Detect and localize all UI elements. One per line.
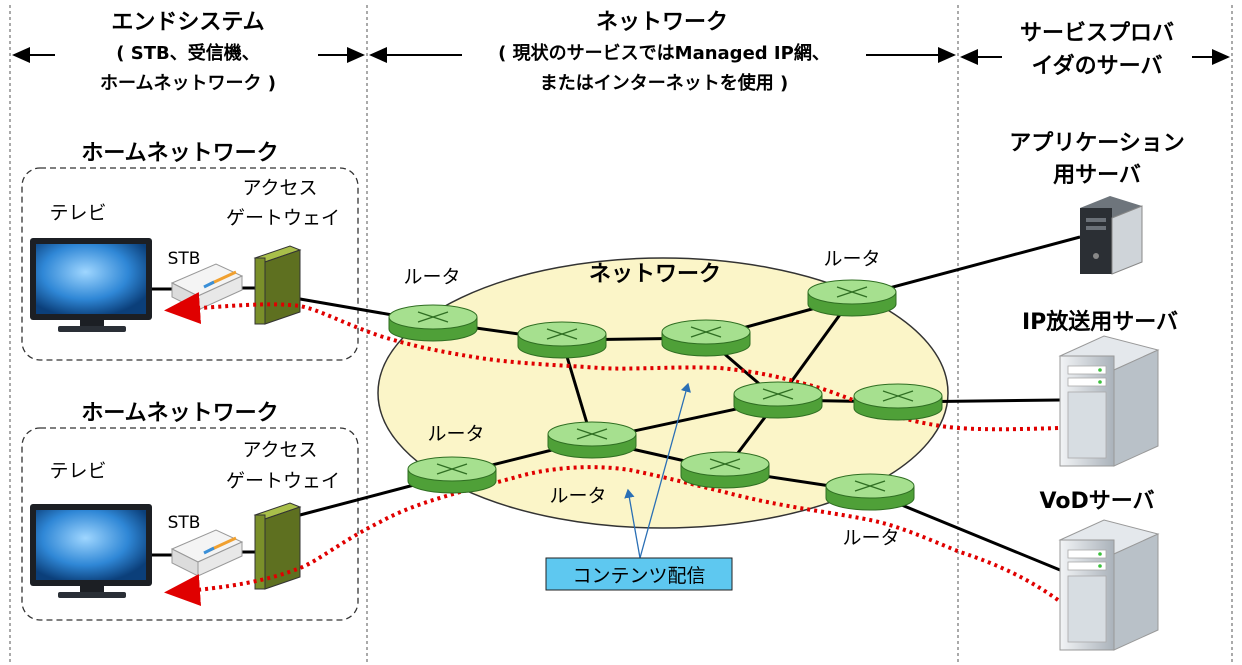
gateway-icon (253, 502, 302, 590)
core-network-title: ネットワーク (589, 262, 721, 287)
router-icon (547, 421, 637, 459)
stb-icon (170, 529, 244, 577)
gateway-icon (253, 245, 302, 325)
ip-broadcast-server-icon (1058, 335, 1160, 467)
network-column-title: ネットワーク (596, 10, 728, 35)
tv-icon (30, 504, 152, 598)
home-network-box-1 (21, 167, 359, 361)
app-server-label-1: アプリケーション (1009, 131, 1185, 156)
core-network-ellipse (377, 257, 949, 529)
column-arrows (12, 47, 1230, 65)
stb-label-1: STB (168, 249, 201, 269)
router-icon (517, 321, 607, 359)
end-system-subtitle-1: ( STB、受信機、 (116, 42, 259, 64)
vod-server-icon (1058, 519, 1160, 651)
tv-label-1: テレビ (49, 202, 106, 224)
router-label-2: ルータ (427, 423, 484, 445)
router-icon (733, 381, 823, 419)
gateway-label-1a: アクセス (242, 177, 317, 199)
content-delivery-label: コンテンツ配信 (572, 565, 705, 587)
end-system-title: エンドシステム (111, 10, 264, 35)
column-dividers (9, 5, 1233, 665)
router-icon (661, 319, 751, 357)
content-delivery-paths (164, 292, 1060, 607)
ip-broadcast-server-label: IP放送用サーバ (1022, 309, 1178, 335)
gateway-label-1b: ゲートウェイ (226, 207, 340, 229)
provider-column-title-1: サービスプロバ (1020, 21, 1174, 46)
stb-icon (170, 263, 244, 311)
application-server-icon (1080, 196, 1143, 275)
router-icon (680, 451, 770, 489)
content-delivery-callout-arrows (624, 382, 691, 559)
home-network-title-2: ホームネットワーク (81, 401, 278, 426)
home-network-title-1: ホームネットワーク (81, 141, 278, 166)
network-column-subtitle-1: ( 現状のサービスではManaged IP網、 (498, 42, 830, 64)
tv-icon (30, 238, 152, 332)
router-icon (388, 304, 478, 342)
router-icon (407, 456, 497, 494)
vod-server-label: VoDサーバ (1040, 489, 1155, 514)
home-network-box-2 (21, 427, 359, 621)
router-label-4: ルータ (823, 248, 880, 270)
content-delivery-callout (545, 557, 733, 591)
gateway-label-2a: アクセス (242, 439, 317, 461)
network-column-subtitle-2: またはインターネットを使用 ) (540, 73, 789, 94)
router-icon (825, 473, 915, 511)
router-label-5: ルータ (842, 527, 899, 549)
app-server-label-2: 用サーバ (1053, 163, 1141, 188)
tv-label-2: テレビ (49, 460, 106, 482)
router-icon (853, 383, 943, 421)
end-system-subtitle-2: ホームネットワーク ) (100, 73, 276, 94)
router-label-3: ルータ (549, 485, 606, 507)
router-label-1: ルータ (403, 266, 460, 288)
router-icon (807, 279, 897, 317)
stb-label-2: STB (168, 513, 201, 533)
provider-column-title-2: イダのサーバ (1032, 53, 1163, 79)
gateway-label-2b: ゲートウェイ (226, 470, 340, 492)
